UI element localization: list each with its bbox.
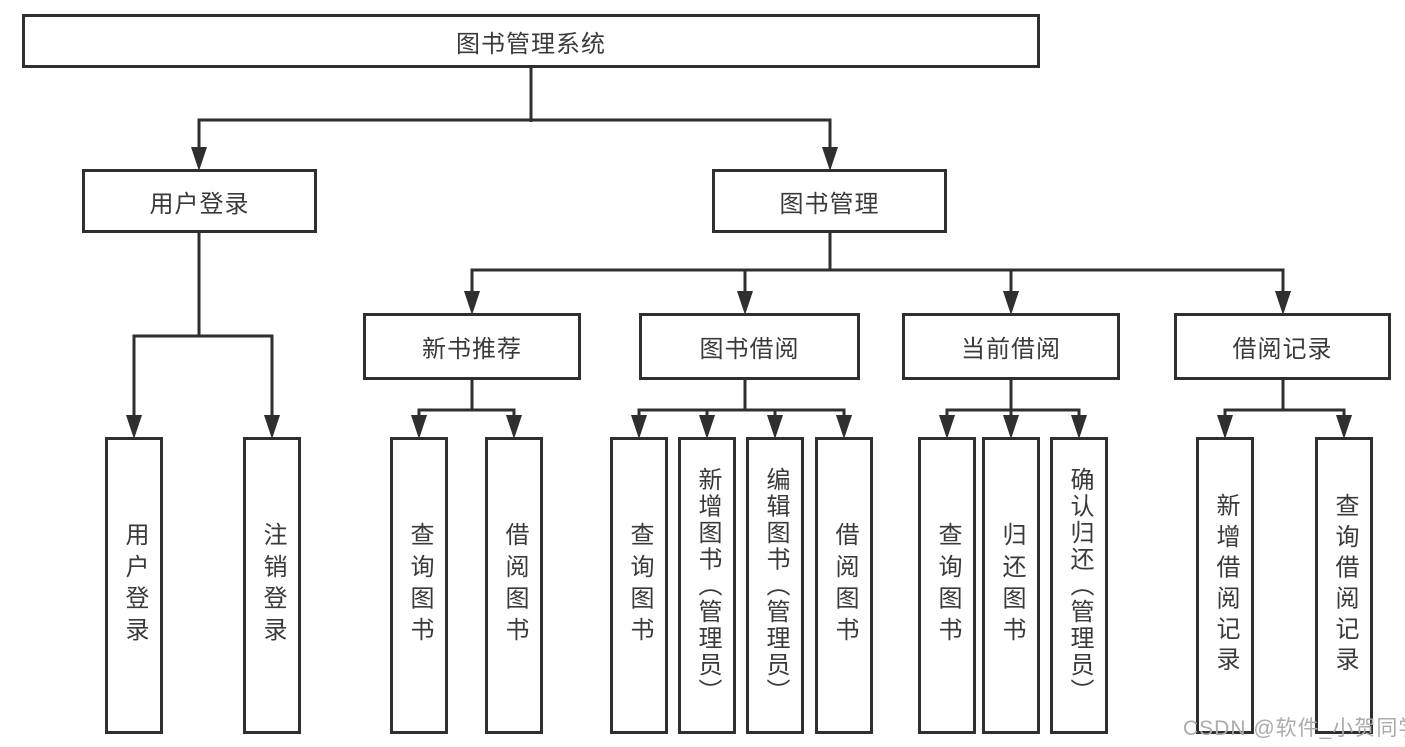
leaf-add-books-admin: 新增图书（管理员）: [678, 437, 736, 734]
leaf-borrow-books-recommend: 借阅图书: [485, 437, 543, 734]
leaf-label: 用户登录: [121, 522, 148, 649]
node-current-borrow: 当前借阅: [902, 313, 1120, 380]
leaf-label: 归还图书: [998, 522, 1025, 649]
leaf-edit-books-admin: 编辑图书（管理员）: [746, 437, 804, 734]
node-user-login: 用户登录: [82, 169, 317, 233]
node-label: 新书推荐: [422, 336, 522, 363]
leaf-label: 新增借阅记录: [1212, 493, 1239, 678]
arrowheads: [126, 147, 1352, 439]
leaf-label: 注销登录: [259, 522, 286, 649]
leaf-logout: 注销登录: [243, 437, 301, 734]
leaf-borrow-books-borrow: 借阅图书: [815, 437, 873, 734]
leaf-label: 确认归还（管理员）: [1066, 466, 1093, 705]
leaf-label: 查询借阅记录: [1331, 493, 1358, 678]
leaf-label: 编辑图书（管理员）: [762, 466, 789, 705]
leaf-label: 查询图书: [406, 522, 433, 649]
node-borrow-records: 借阅记录: [1174, 313, 1391, 380]
leaf-label: 借阅图书: [831, 522, 858, 649]
leaf-query-books-current: 查询图书: [918, 437, 976, 734]
node-root: 图书管理系统: [22, 14, 1040, 68]
node-label: 当前借阅: [961, 336, 1061, 363]
leaf-user-login: 用户登录: [105, 437, 163, 734]
node-label: 图书借阅: [699, 336, 800, 363]
leaf-return-books: 归还图书: [982, 437, 1040, 734]
leaf-confirm-return-admin: 确认归还（管理员）: [1050, 437, 1108, 734]
node-label: 图书管理: [779, 190, 880, 218]
node-book-management: 图书管理: [712, 169, 947, 233]
leaf-label: 借阅图书: [501, 522, 528, 649]
leaf-query-books-borrow: 查询图书: [610, 437, 668, 734]
leaf-label: 查询图书: [626, 522, 653, 649]
leaf-query-books-recommend: 查询图书: [390, 437, 448, 734]
node-label: 用户登录: [149, 190, 250, 218]
watermark: CSDN @软件_小贺同学: [1183, 717, 1405, 740]
leaf-query-borrow-record: 查询借阅记录: [1315, 437, 1373, 734]
leaf-label: 查询图书: [934, 522, 961, 649]
node-label: 借阅记录: [1232, 336, 1333, 363]
leaf-add-borrow-record: 新增借阅记录: [1196, 437, 1254, 734]
node-book-borrow: 图书借阅: [639, 313, 860, 380]
node-new-book-recommend: 新书推荐: [363, 313, 581, 380]
node-root-label: 图书管理系统: [456, 30, 606, 58]
leaf-label: 新增图书（管理员）: [694, 466, 721, 705]
